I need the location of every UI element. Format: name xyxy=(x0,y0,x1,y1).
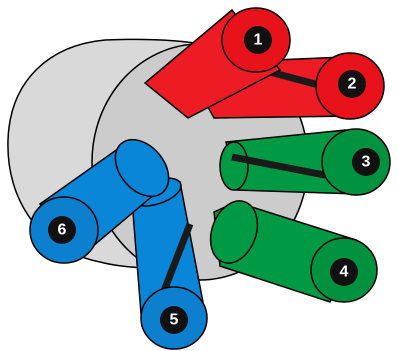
wire-6-label: 6 xyxy=(58,222,67,239)
wire-1: 1 xyxy=(143,7,291,119)
wire-3: 3 xyxy=(219,128,391,196)
wire-6: 6 xyxy=(29,138,170,264)
wire-3-label: 3 xyxy=(362,154,371,171)
wire-3-label-disc xyxy=(352,148,380,176)
wire-2-label: 2 xyxy=(348,76,357,93)
wire-6-label-disc xyxy=(48,216,76,244)
wire-1-label: 1 xyxy=(254,32,263,49)
wire-4: 4 xyxy=(209,200,378,303)
wire-4-label-disc xyxy=(330,258,358,286)
wire-5-label: 5 xyxy=(170,312,179,329)
wire-2-label-disc xyxy=(338,70,366,98)
wire-5-label-disc xyxy=(160,306,188,334)
wire-4-label: 4 xyxy=(340,264,349,281)
wire-1-label-disc xyxy=(244,26,272,54)
